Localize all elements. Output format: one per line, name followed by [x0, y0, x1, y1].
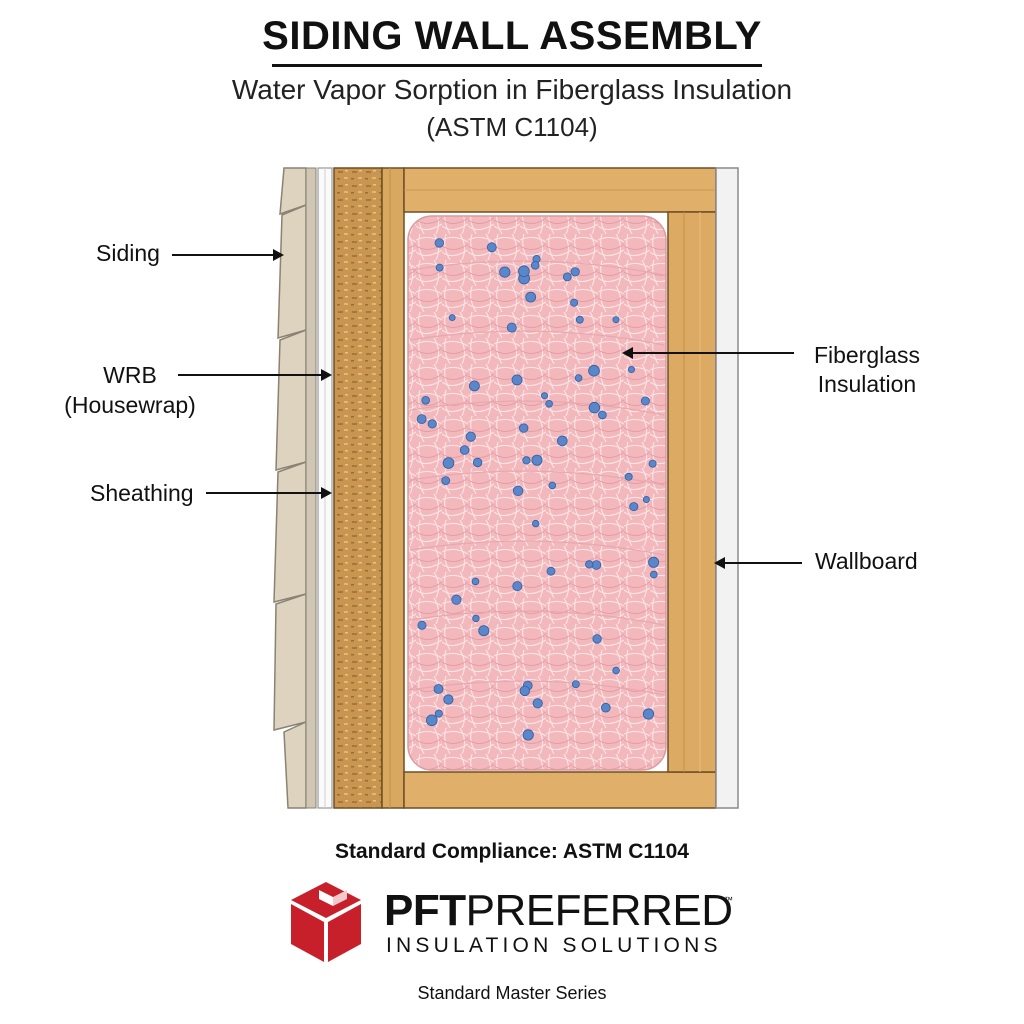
vapor-drop — [531, 454, 543, 466]
vapor-drop — [522, 729, 534, 741]
brand-bold: PFT — [384, 886, 466, 935]
vapor-drop — [548, 481, 557, 490]
vapor-drop — [600, 702, 611, 713]
vapor-drop — [612, 316, 620, 324]
siding-arrow — [172, 249, 284, 261]
series-text: Standard Master Series — [417, 983, 607, 1003]
label-wrb-housewrap: (Housewrap) — [64, 392, 196, 418]
vapor-drop — [465, 431, 476, 442]
wallboard-arrow — [714, 557, 802, 569]
brand-trademark: ™ — [724, 895, 733, 905]
vapor-drop — [427, 419, 437, 429]
vapor-drop — [642, 495, 650, 503]
label-wrb: WRB — [103, 362, 157, 388]
vapor-drop — [511, 374, 523, 386]
vapor-drop — [443, 694, 454, 705]
vapor-drop — [648, 459, 657, 468]
vapor-drop — [416, 414, 427, 425]
fiberglass-batt — [407, 215, 667, 771]
vapor-drop — [471, 577, 480, 586]
vapor-drop — [546, 566, 556, 576]
vapor-drop — [434, 709, 443, 718]
vapor-drop — [592, 634, 602, 644]
vapor-drop — [649, 570, 658, 579]
fiberglass-arrow — [622, 347, 794, 359]
label-fiberglass: Fiberglass — [813, 342, 921, 368]
vapor-drop — [451, 594, 462, 605]
wrb-arrow — [178, 369, 332, 381]
vapor-drop — [585, 560, 594, 569]
compliance-text: Standard Compliance: ASTM C1104 — [335, 840, 689, 863]
vapor-drop — [628, 365, 636, 373]
vapor-drop — [472, 614, 480, 623]
vapor-drop — [435, 263, 444, 272]
vapor-drop — [478, 625, 490, 637]
vapor-drop — [570, 298, 579, 307]
vapor-drop — [434, 238, 445, 248]
vapor-drop — [532, 698, 543, 709]
brand-tagline: INSULATION SOLUTIONS — [386, 934, 722, 957]
vapor-drop — [530, 260, 540, 270]
vapor-drop — [433, 684, 444, 694]
vapor-drop — [588, 401, 601, 414]
vapor-drop — [574, 374, 583, 382]
vapor-drop — [512, 581, 523, 592]
vapor-drop — [612, 666, 620, 675]
vapor-drop — [421, 395, 431, 405]
vapor-drop — [556, 435, 568, 447]
vapor-drop — [575, 315, 584, 324]
vapor-drop — [506, 322, 517, 333]
vapor-drop — [588, 364, 600, 377]
vapor-drop — [512, 485, 524, 497]
diagram-title: SIDING WALL ASSEMBLY — [262, 14, 762, 58]
vapor-drop — [545, 399, 553, 408]
title-underline — [272, 64, 762, 67]
vapor-drop — [468, 380, 480, 392]
siding-boards — [273, 167, 317, 809]
brand-name: PFTPREFERRED — [384, 886, 733, 936]
label-sheathing: Sheathing — [90, 480, 194, 506]
vapor-drop — [532, 519, 540, 528]
vapor-drop — [624, 472, 633, 481]
vapor-drop — [571, 680, 580, 689]
vapor-drop — [459, 445, 470, 455]
vapor-drop — [522, 456, 531, 465]
vapor-drop — [562, 272, 572, 282]
vapor-drop — [486, 242, 497, 253]
vapor-drop — [519, 423, 529, 433]
vapor-drop — [640, 396, 650, 406]
vapor-drop — [591, 560, 602, 570]
vapor-drop — [425, 714, 438, 727]
vapor-drop — [541, 392, 549, 400]
vapor-drop — [570, 267, 580, 277]
label-siding: Siding — [96, 240, 160, 266]
vapor-drop — [441, 476, 451, 486]
label-insulation: Insulation — [817, 371, 917, 397]
water-vapor-drops — [416, 238, 660, 741]
diagram-standard: (ASTM C1104) — [426, 112, 598, 142]
label-wallboard: Wallboard — [815, 548, 918, 574]
vapor-drop — [642, 708, 655, 720]
sheathing-arrow — [206, 487, 332, 499]
vapor-drop — [629, 502, 639, 512]
vapor-drop — [518, 265, 530, 278]
vapor-drop — [598, 410, 607, 420]
vapor-drop — [448, 314, 456, 322]
vapor-drop — [417, 620, 427, 630]
vapor-drop — [648, 556, 660, 568]
vapor-drop — [499, 266, 511, 278]
vapor-drop — [519, 685, 531, 697]
brand-regular: PREFERRED — [465, 886, 733, 935]
diagram-subtitle: Water Vapor Sorption in Fiberglass Insul… — [231, 74, 793, 105]
vapor-drop — [442, 457, 455, 469]
vapor-drop — [525, 291, 537, 303]
vapor-drop — [472, 457, 483, 468]
pft-cube-logo-icon — [291, 882, 361, 962]
